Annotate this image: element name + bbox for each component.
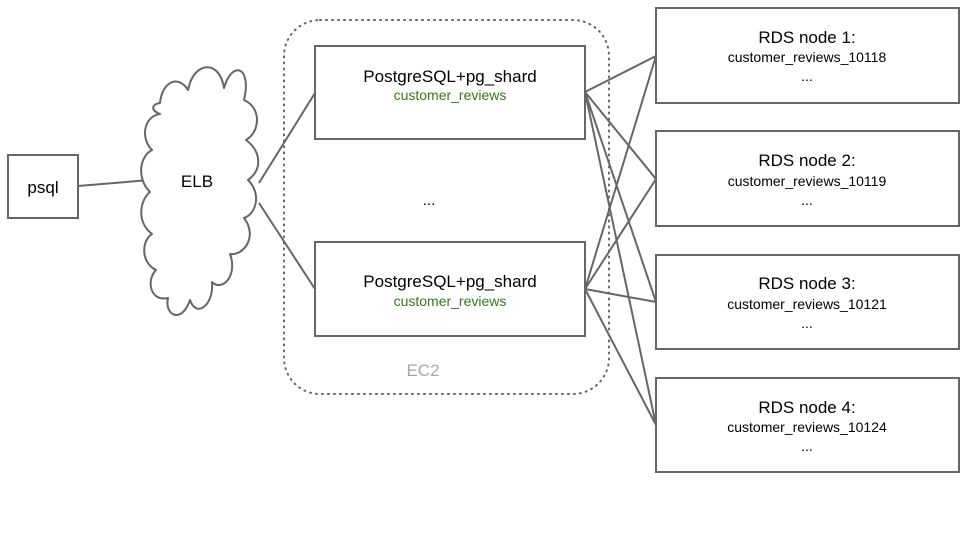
rds-node-shard: customer_reviews_10121 xyxy=(727,296,887,312)
psql-label: psql xyxy=(27,178,58,197)
connector-node2-rds4 xyxy=(584,288,657,426)
connectors xyxy=(77,55,657,426)
pg-shard-node-title: PostgreSQL+pg_shard xyxy=(363,272,536,291)
rds-node-box xyxy=(655,130,960,227)
rds-node[interactable]: RDS node 1: customer_reviews_10118 ... xyxy=(655,7,960,104)
connector-elb-node1 xyxy=(258,92,316,184)
connector-node2-rds3 xyxy=(584,288,657,303)
rds-node-more: ... xyxy=(801,68,813,84)
rds-node-title: RDS node 2: xyxy=(758,151,855,170)
psql-box xyxy=(7,154,79,219)
connector-elb-node2 xyxy=(258,202,316,290)
rds-node-title: RDS node 3: xyxy=(758,274,855,293)
pg-shard-node-table: customer_reviews xyxy=(394,87,507,103)
rds-node-shard: customer_reviews_10124 xyxy=(727,419,887,435)
rds-node-box xyxy=(655,254,960,350)
connector-node1-rds2 xyxy=(584,91,657,180)
rds-node-shard: customer_reviews_10119 xyxy=(728,173,887,189)
rds-node-more: ... xyxy=(801,315,813,331)
elb-cloud-shape xyxy=(140,66,260,316)
connector-node2-rds2 xyxy=(584,178,657,290)
rds-node-box xyxy=(655,377,960,473)
rds-node-title: RDS node 1: xyxy=(758,28,855,47)
rds-node[interactable]: RDS node 3: customer_reviews_10121 ... xyxy=(655,254,960,350)
ec2-group-label: EC2 xyxy=(406,361,439,380)
connector-node2-rds1 xyxy=(584,55,657,290)
pg-shard-node-box xyxy=(314,241,586,337)
pg-shard-node[interactable]: PostgreSQL+pg_shard customer_reviews xyxy=(314,45,586,140)
rds-node-box xyxy=(655,7,960,104)
rds-node[interactable]: RDS node 2: customer_reviews_10119 ... xyxy=(655,130,960,227)
connector-node1-rds1 xyxy=(584,55,657,93)
psql-node[interactable]: psql xyxy=(7,154,79,219)
rds-node-more: ... xyxy=(801,192,813,208)
pg-shard-node-box xyxy=(314,45,586,140)
connector-psql-elb xyxy=(77,179,151,187)
elb-label: ELB xyxy=(181,172,213,191)
pg-shard-node-title: PostgreSQL+pg_shard xyxy=(363,67,536,86)
ec2-group-boundary xyxy=(283,19,610,395)
rds-node-more: ... xyxy=(801,438,813,454)
rds-node[interactable]: RDS node 4: customer_reviews_10124 ... xyxy=(655,377,960,473)
elb-node[interactable]: ELB xyxy=(140,66,260,316)
pg-shard-node-table: customer_reviews xyxy=(394,293,507,309)
rds-node-title: RDS node 4: xyxy=(758,398,855,417)
ec2-ellipsis: ... xyxy=(423,192,436,209)
pg-shard-node[interactable]: PostgreSQL+pg_shard customer_reviews xyxy=(314,241,586,337)
connector-node1-rds3 xyxy=(584,91,657,303)
rds-node-shard: customer_reviews_10118 xyxy=(728,49,887,65)
connector-node1-rds4 xyxy=(584,91,657,426)
